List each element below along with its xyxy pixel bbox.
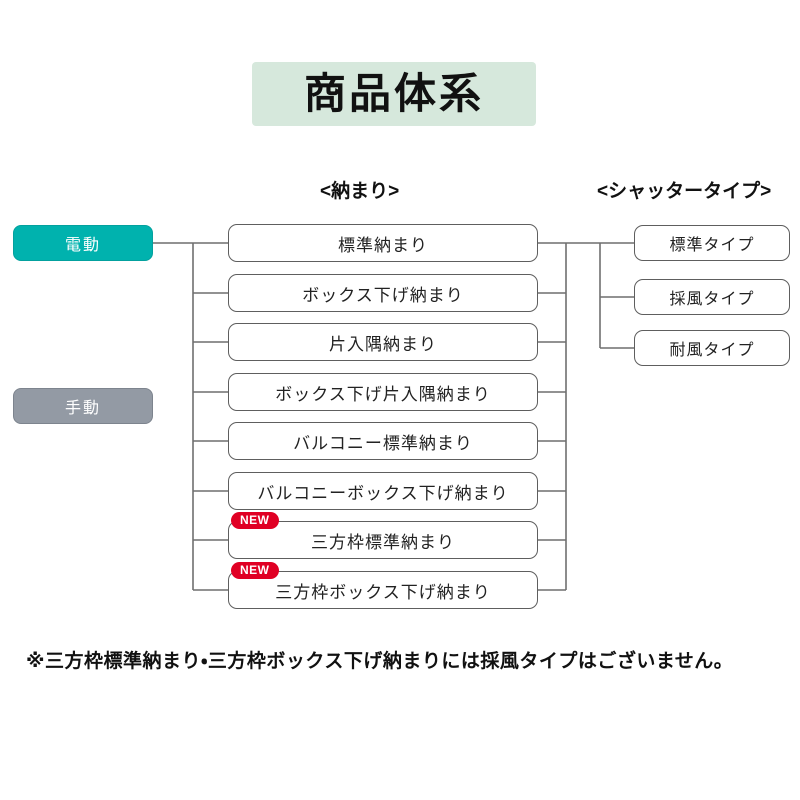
naomari-node-6[interactable]: バルコニーボックス下げ納まり: [228, 472, 538, 510]
column-header-naomari: <納まり>: [320, 181, 400, 202]
mode-button-electric[interactable]: 電動: [13, 225, 153, 261]
naomari-node-7[interactable]: 三方枠標準納まり: [228, 521, 538, 559]
shutter-type-node-1-label: 標準タイプ: [669, 237, 755, 254]
naomari-node-1-label: 標準納まり: [338, 235, 428, 255]
mode-button-electric-label: 電動: [64, 237, 101, 254]
footnote: ※三方枠標準納まり・三方枠ボックス下げ納まりには採風タイプはございません。: [26, 651, 734, 672]
naomari-node-3-label: 片入隅納まり: [329, 334, 437, 354]
naomari-node-8-label: 三方枠ボックス下げ納まり: [275, 582, 491, 602]
mode-button-manual-label: 手動: [64, 400, 101, 417]
naomari-node-4[interactable]: ボックス下げ片入隅納まり: [228, 373, 538, 411]
column-header-shutter-type: <シャッタータイプ>: [597, 181, 772, 202]
naomari-node-4-label: ボックス下げ片入隅納まり: [275, 384, 491, 404]
shutter-type-node-2[interactable]: 採風タイプ: [634, 279, 790, 315]
naomari-node-8[interactable]: 三方枠ボックス下げ納まり: [228, 571, 538, 609]
naomari-node-5-label: バルコニー標準納まり: [293, 433, 473, 453]
shutter-type-node-1[interactable]: 標準タイプ: [634, 225, 790, 261]
naomari-node-5[interactable]: バルコニー標準納まり: [228, 422, 538, 460]
title-banner: 商品体系: [252, 62, 536, 126]
naomari-node-7-label: 三方枠標準納まり: [311, 532, 455, 552]
naomari-node-2[interactable]: ボックス下げ納まり: [228, 274, 538, 312]
naomari-node-1[interactable]: 標準納まり: [228, 224, 538, 262]
new-badge-naomari-node-7: NEW: [231, 512, 279, 529]
naomari-node-6-label: バルコニーボックス下げ納まり: [257, 483, 509, 503]
shutter-type-node-3[interactable]: 耐風タイプ: [634, 330, 790, 366]
shutter-type-node-3-label: 耐風タイプ: [669, 342, 755, 359]
shutter-type-node-2-label: 採風タイプ: [669, 291, 755, 308]
naomari-node-3[interactable]: 片入隅納まり: [228, 323, 538, 361]
page-title: 商品体系: [303, 70, 484, 117]
mode-button-manual[interactable]: 手動: [13, 388, 153, 424]
naomari-node-2-label: ボックス下げ納まり: [302, 285, 464, 305]
new-badge-naomari-node-8: NEW: [231, 562, 279, 579]
